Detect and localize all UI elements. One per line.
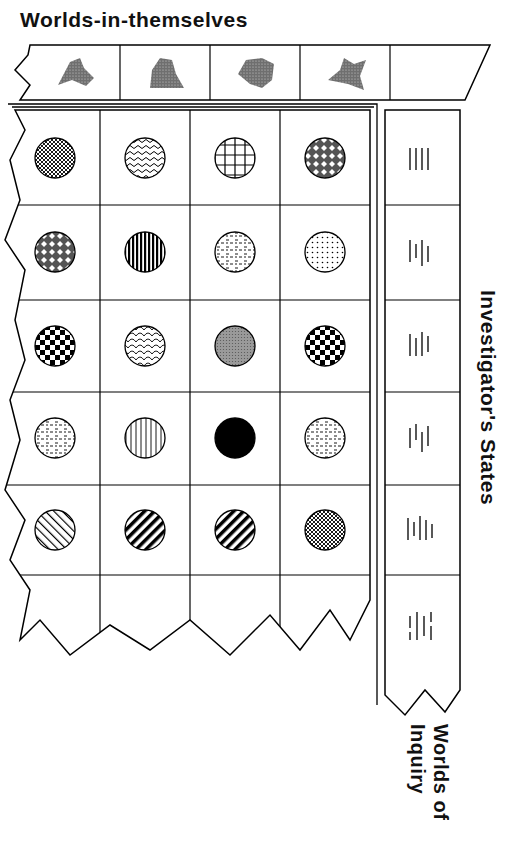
world-shape [238,58,274,88]
side-axis-label: Investigator's States [476,290,500,505]
world-shape [58,58,94,86]
state-marks [408,148,432,640]
world-shape [328,58,366,90]
top-panel [15,45,490,100]
bottom-axis-label: Worlds of Inquiry [406,724,452,829]
top-axis-label: Worlds-in-themselves [20,8,248,32]
main-panel [0,110,370,660]
world-shape [150,58,184,88]
pattern-circles [35,138,345,550]
side-panel [385,110,460,715]
